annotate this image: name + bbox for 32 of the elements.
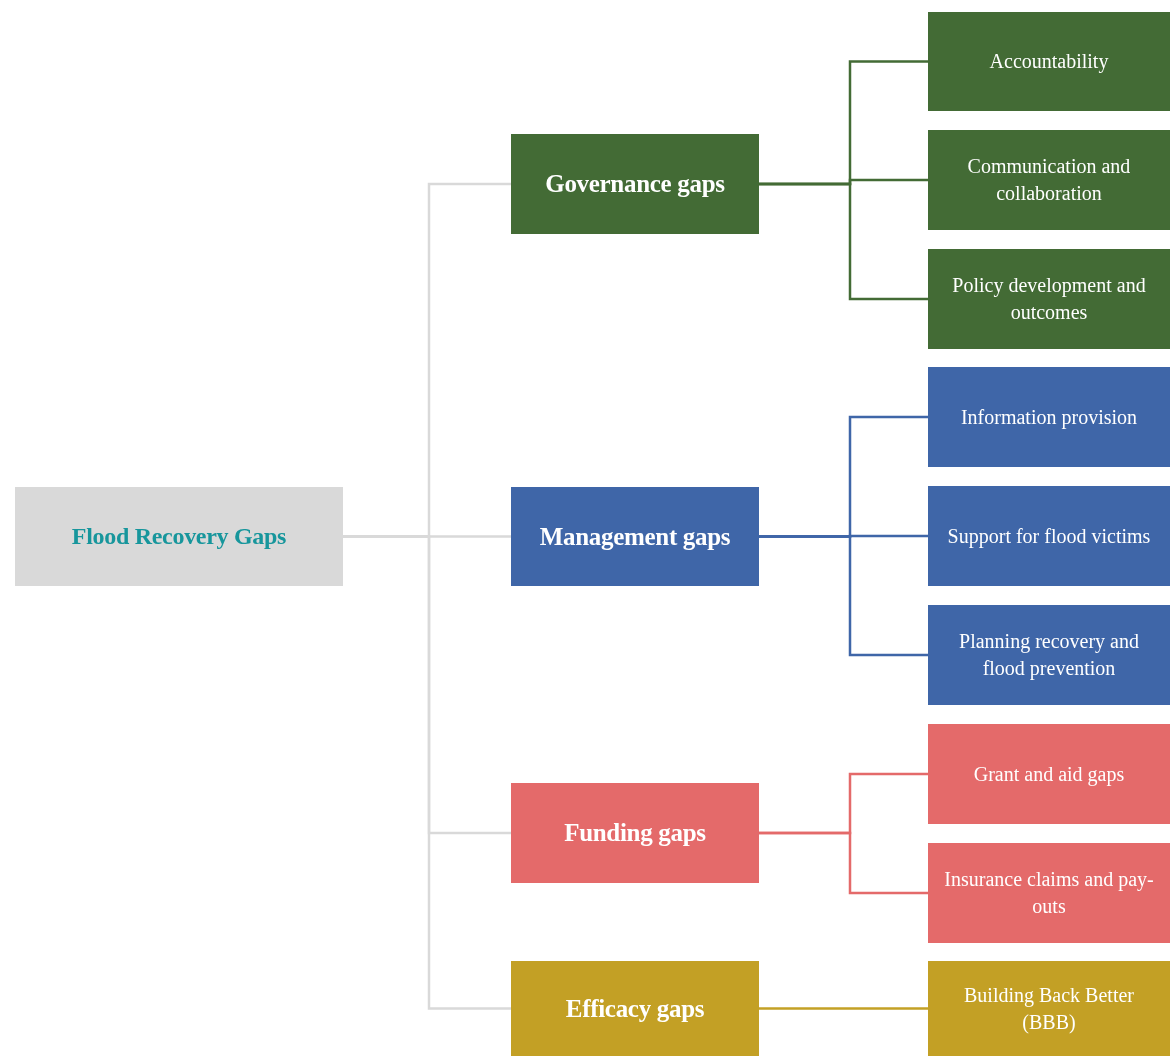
box-label: Support for flood victims bbox=[947, 523, 1151, 550]
subcategory-box bbox=[928, 724, 1170, 824]
subcategory-box bbox=[928, 367, 1170, 467]
box-label: Policy development and outcomes bbox=[951, 273, 1147, 325]
box-label: Management gaps bbox=[539, 521, 731, 552]
category-box bbox=[15, 487, 343, 586]
subcategory-box bbox=[928, 12, 1170, 111]
subcategory-box bbox=[928, 961, 1170, 1056]
box-label: Grant and aid gaps bbox=[973, 761, 1125, 788]
box-label: Flood Recovery Gaps bbox=[71, 522, 287, 552]
category-box bbox=[511, 134, 759, 234]
connector-line bbox=[759, 535, 928, 657]
category-box bbox=[511, 783, 759, 883]
box-label: Planning recovery and flood prevention bbox=[958, 629, 1140, 682]
box-label: Efficacy gaps bbox=[565, 993, 705, 1024]
box-label: Communication and collaboration bbox=[966, 154, 1132, 206]
box-label: Funding gaps bbox=[564, 818, 706, 849]
box-label: Accountability bbox=[989, 49, 1109, 75]
subcategory-box bbox=[928, 605, 1170, 705]
subcategory-box bbox=[928, 843, 1170, 943]
category-box bbox=[511, 961, 759, 1056]
box-label: Information provision bbox=[960, 404, 1138, 431]
box-label: Building Back Better (BBB) bbox=[963, 982, 1135, 1035]
box-label: Governance gaps bbox=[545, 169, 725, 200]
subcategory-box bbox=[928, 486, 1170, 586]
subcategory-box bbox=[928, 249, 1170, 349]
connector-line bbox=[759, 182, 928, 301]
box-label: Insurance claims and pay-outs bbox=[943, 867, 1155, 919]
subcategory-box bbox=[928, 130, 1170, 230]
category-box bbox=[511, 487, 759, 586]
connector-line bbox=[759, 1007, 928, 1010]
connector-line bbox=[759, 831, 928, 895]
